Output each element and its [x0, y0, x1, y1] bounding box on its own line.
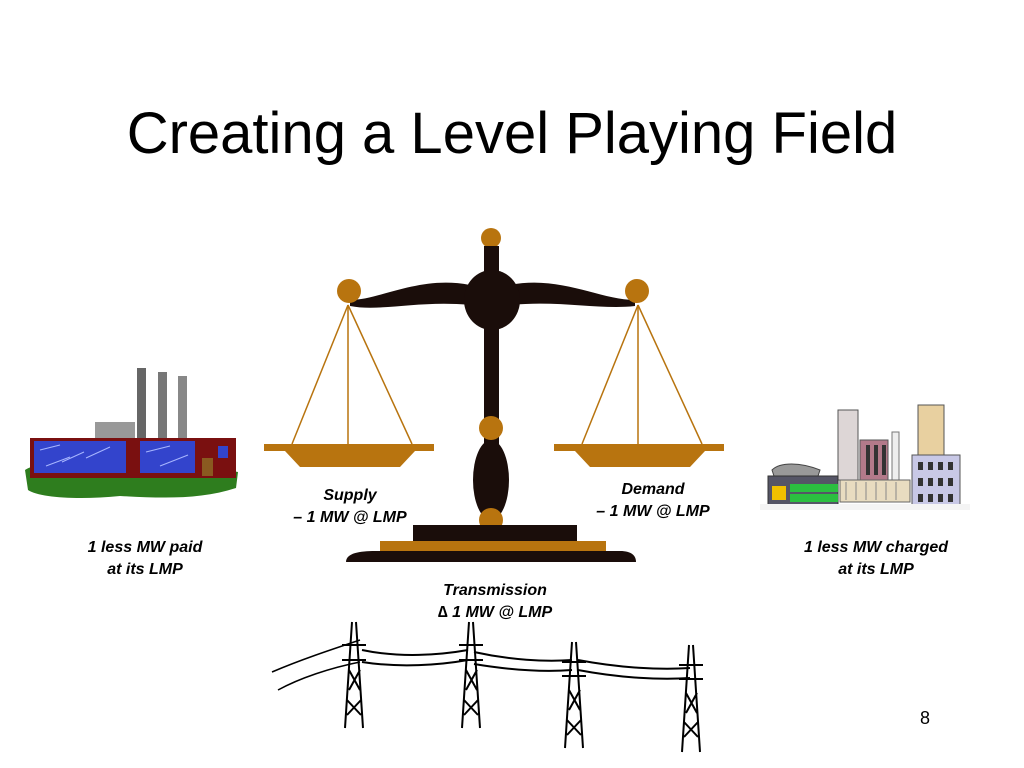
slide-title: Creating a Level Playing Field: [126, 101, 898, 166]
transmission-label-line1: Transmission: [443, 582, 547, 599]
page-number: 8: [920, 708, 931, 728]
generator-label-line1: 1 less MW paid: [87, 539, 203, 556]
generator-label-line2: at its LMP: [107, 561, 183, 578]
transmission-label-line2: ∆ 1 MW @ LMP: [437, 604, 553, 621]
supply-label: Supply – 1 MW @ LMP: [280, 485, 420, 529]
transmission-label: Transmission ∆ 1 MW @ LMP: [415, 580, 575, 624]
city-icon: [760, 404, 970, 510]
supply-label-line2: – 1 MW @ LMP: [293, 509, 407, 526]
transmission-tower-icon: [271, 621, 703, 753]
load-label-line2: at its LMP: [838, 561, 914, 578]
demand-label-line1: Demand: [621, 481, 685, 498]
load-label-line1: 1 less MW charged: [803, 539, 949, 556]
balance-scale-icon: [264, 228, 724, 562]
factory-icon: [25, 368, 238, 498]
demand-label-line2: – 1 MW @ LMP: [596, 503, 710, 520]
supply-label-line1: Supply: [323, 487, 377, 504]
load-label: 1 less MW charged at its LMP: [778, 537, 974, 581]
generator-label: 1 less MW paid at its LMP: [55, 537, 235, 581]
demand-label: Demand – 1 MW @ LMP: [578, 479, 728, 523]
